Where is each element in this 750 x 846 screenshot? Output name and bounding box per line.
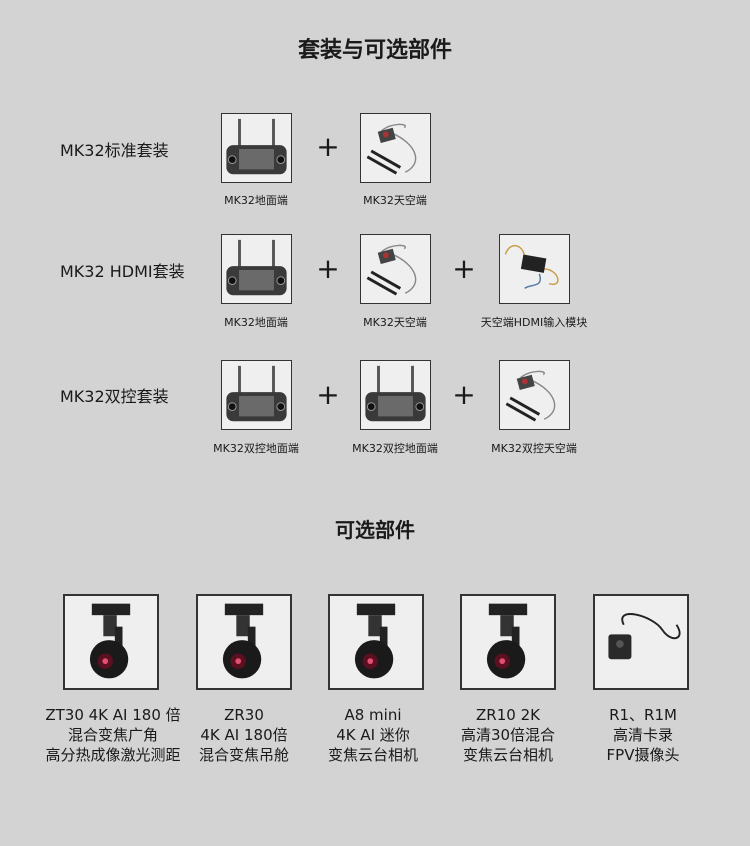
optional-title: 可选部件 bbox=[335, 518, 415, 542]
zr10-image bbox=[460, 594, 556, 690]
plus-icon: + bbox=[316, 378, 340, 411]
zt30-image bbox=[63, 594, 159, 690]
item-label: MK32地面端 bbox=[224, 194, 288, 207]
caption-line: A8 mini bbox=[344, 706, 402, 724]
hdmi-module-image bbox=[499, 234, 570, 304]
caption-line: 高清30倍混合 bbox=[460, 726, 556, 744]
item-label: MK32双控天空端 bbox=[491, 442, 577, 455]
air-unit-image bbox=[360, 234, 431, 304]
controller-image bbox=[221, 360, 292, 430]
caption-line: ZR30 bbox=[224, 706, 264, 724]
accessory-caption: A8 mini 4K AI 迷你 变焦云台相机 bbox=[293, 705, 453, 765]
caption-line: 变焦云台相机 bbox=[327, 746, 418, 764]
zr30-image bbox=[196, 594, 292, 690]
kit-name: MK32标准套装 bbox=[60, 141, 169, 160]
page-title: 套装与可选部件 bbox=[297, 38, 452, 63]
caption-line: ZT30 4K AI 180 倍 bbox=[45, 706, 181, 724]
accessory-caption: ZR30 4K AI 180倍 混合变焦吊舱 bbox=[164, 705, 324, 765]
caption-line: ZR10 2K bbox=[476, 706, 540, 724]
caption-line: 4K AI 迷你 bbox=[336, 726, 410, 744]
plus-icon: + bbox=[316, 252, 340, 285]
caption-line: 高清卡录 bbox=[612, 726, 673, 744]
item-label: MK32天空端 bbox=[363, 194, 427, 207]
plus-icon: + bbox=[452, 252, 476, 285]
caption-line: 混合变焦广角 bbox=[67, 726, 158, 744]
item-label: 天空端HDMI输入模块 bbox=[480, 316, 588, 329]
plus-icon: + bbox=[452, 378, 476, 411]
caption-line: 混合变焦吊舱 bbox=[198, 746, 289, 764]
accessory-caption: ZR10 2K 高清30倍混合 变焦云台相机 bbox=[428, 705, 588, 765]
item-label: MK32双控地面端 bbox=[352, 442, 438, 455]
air-unit-image bbox=[499, 360, 570, 430]
kit-name: MK32双控套装 bbox=[60, 387, 169, 406]
item-label: MK32地面端 bbox=[224, 316, 288, 329]
plus-icon: + bbox=[316, 130, 340, 163]
caption-line: 变焦云台相机 bbox=[462, 746, 553, 764]
a8-mini-image bbox=[328, 594, 424, 690]
controller-image bbox=[221, 113, 292, 183]
air-unit-image bbox=[360, 113, 431, 183]
caption-line: 高分热成像激光测距 bbox=[45, 746, 181, 764]
kit-name: MK32 HDMI套装 bbox=[60, 262, 185, 281]
accessory-caption: ZT30 4K AI 180 倍 混合变焦广角 高分热成像激光测距 bbox=[33, 705, 193, 765]
item-label: MK32双控地面端 bbox=[213, 442, 299, 455]
caption-line: 4K AI 180倍 bbox=[200, 726, 288, 744]
item-label: MK32天空端 bbox=[363, 316, 427, 329]
controller-image bbox=[360, 360, 431, 430]
controller-image bbox=[221, 234, 292, 304]
caption-line: R1、R1M bbox=[609, 706, 677, 724]
caption-line: FPV摄像头 bbox=[606, 746, 680, 764]
r1-image bbox=[593, 594, 689, 690]
accessory-caption: R1、R1M 高清卡录 FPV摄像头 bbox=[563, 705, 723, 765]
